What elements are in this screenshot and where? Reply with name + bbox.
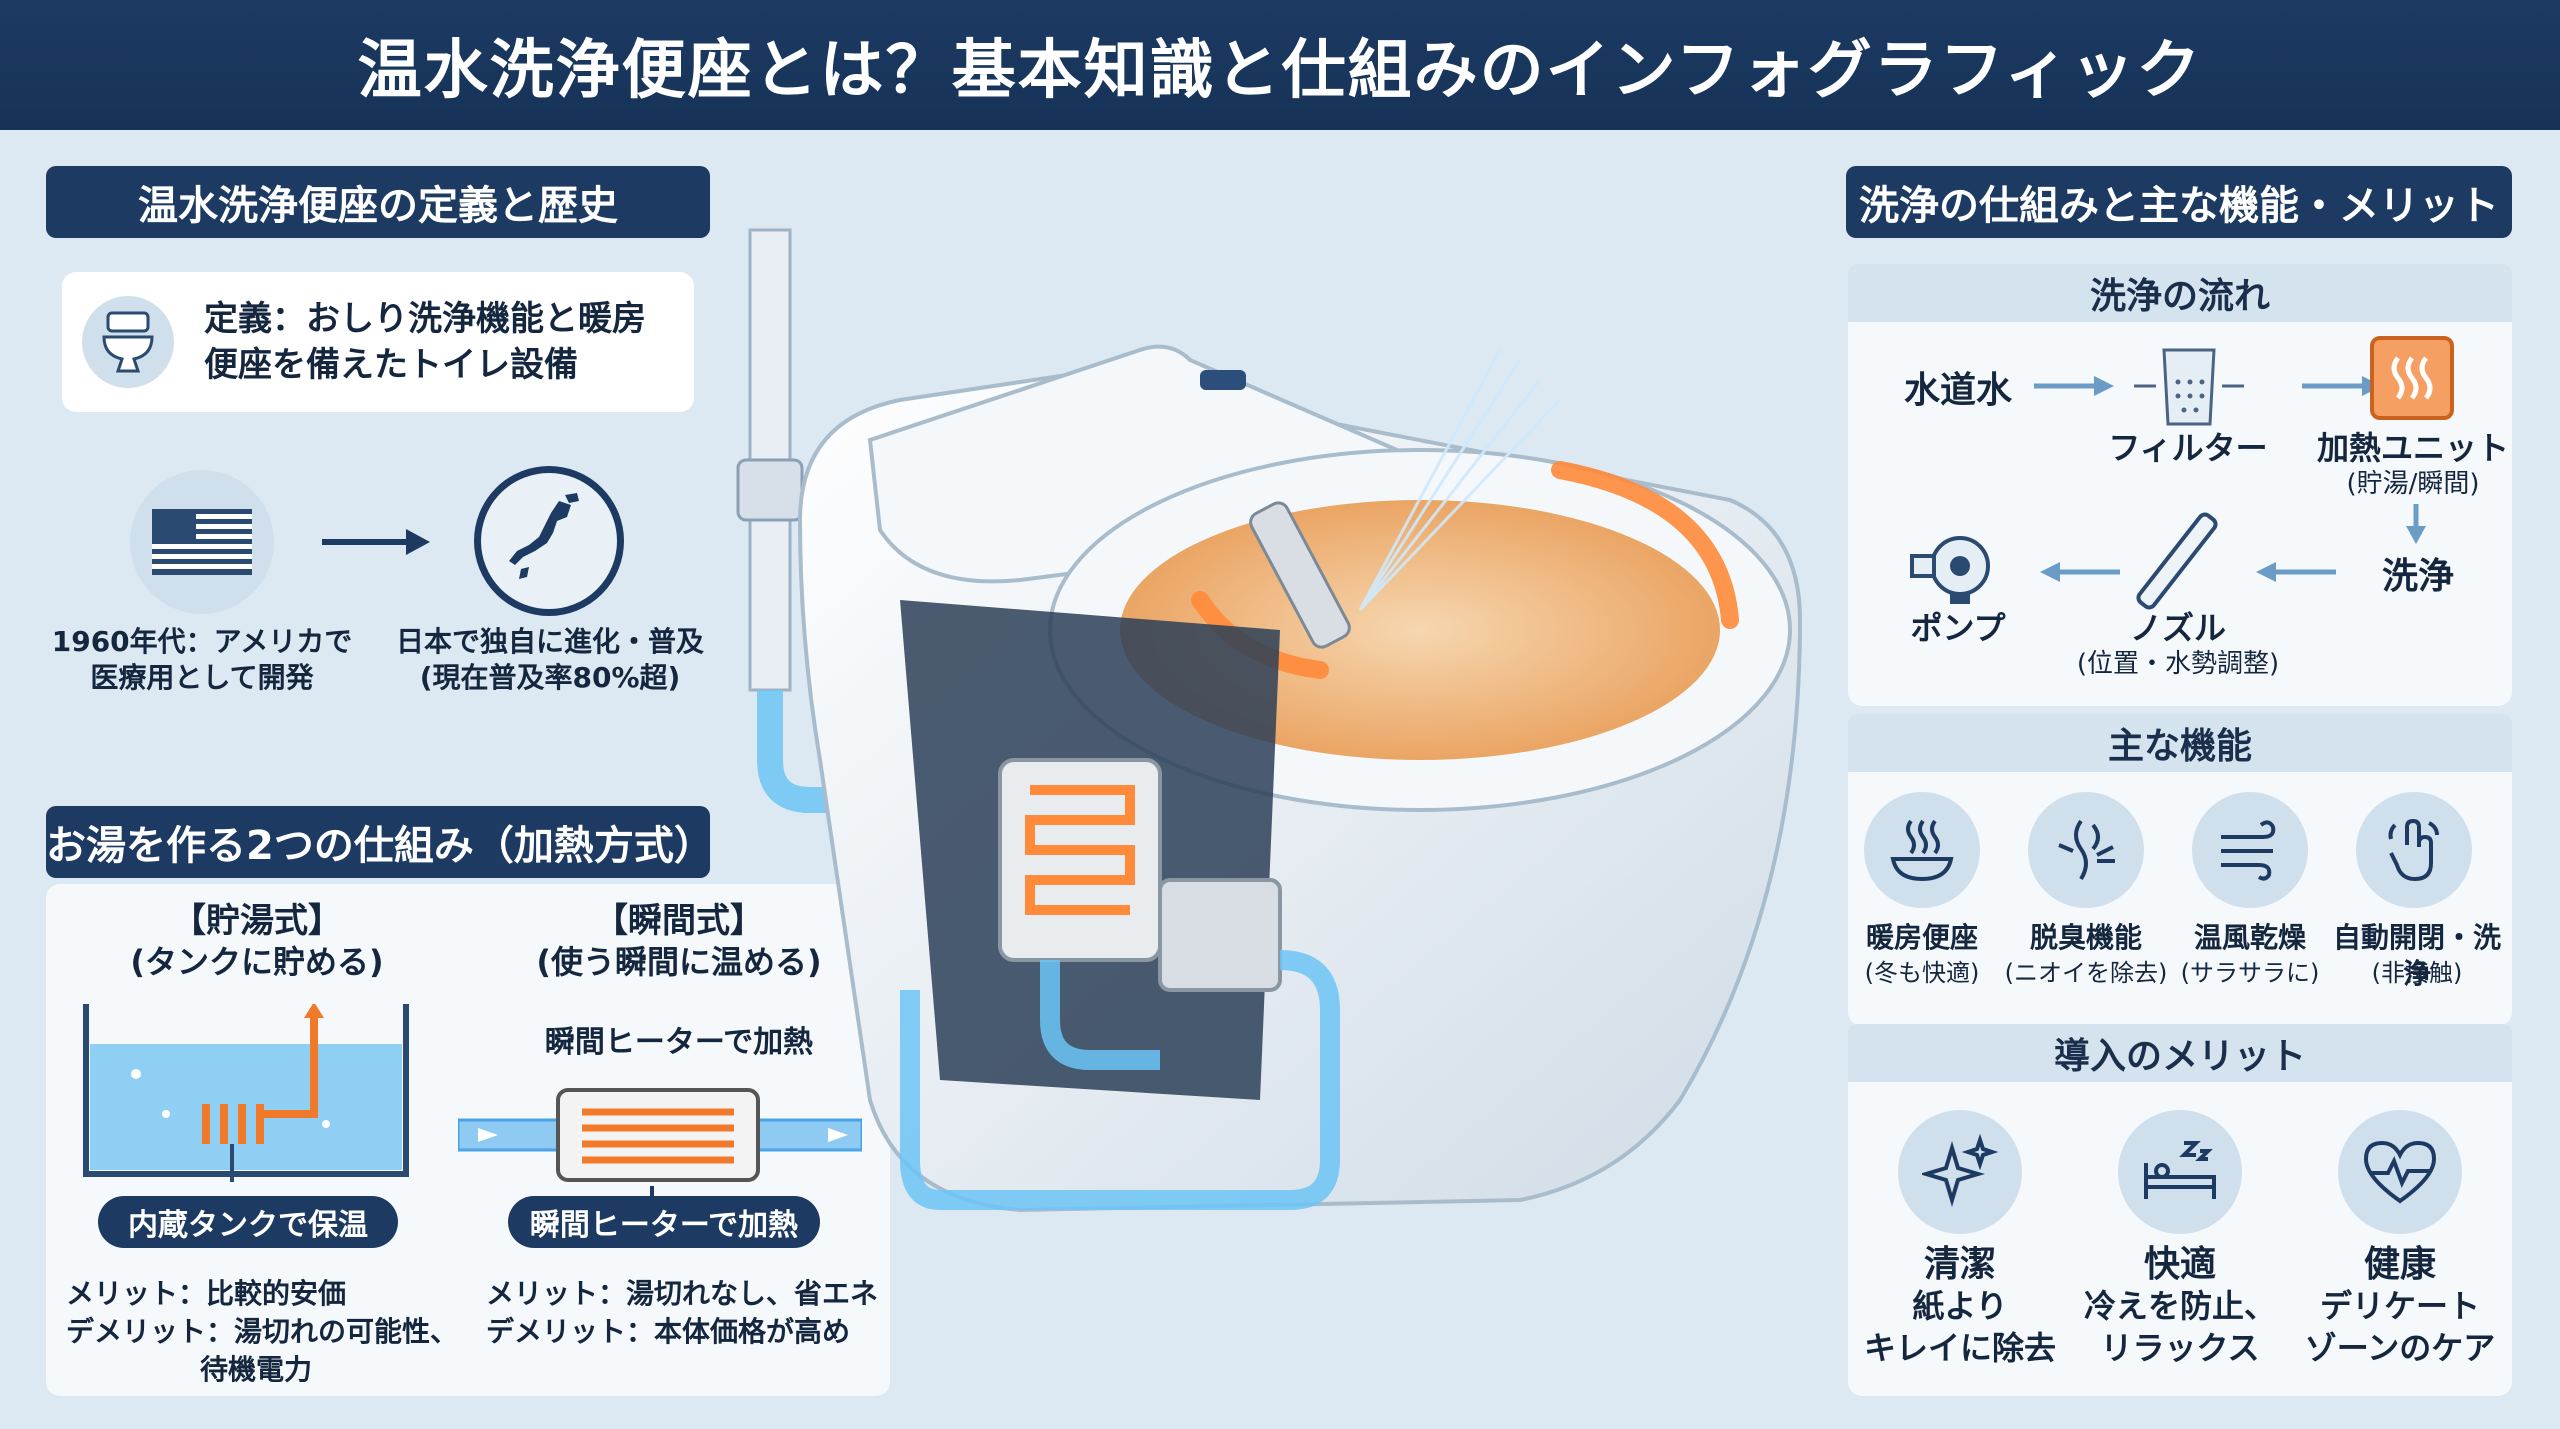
section-header-definition: 温水洗浄便座の定義と歴史	[46, 166, 710, 238]
heating-methods-panel: 【貯湯式】 (タンクに貯める) 内蔵タンクで保温 メリット：比較的安価 デメリッ…	[46, 884, 890, 1396]
storage-subtitle: (タンクに貯める)	[130, 943, 384, 981]
definition-line-1: 定義：おしり洗浄機能と暖房	[204, 299, 646, 339]
page-title: 温水洗浄便座とは？基本知識と仕組みのインフォグラフィック	[0, 0, 2560, 130]
merit-comfort-title: 快適	[2143, 1244, 2216, 1285]
merit-clean-line-2: 紙より	[1912, 1287, 2008, 1325]
history-usa-text: 1960年代：アメリカで 医療用として開発	[30, 624, 374, 697]
merit-comfort-line-2: 冷えを防止、	[2083, 1287, 2276, 1325]
merit-health-line-3: ゾーンのケア	[2304, 1329, 2496, 1367]
storage-demerit-2: 待機電力	[199, 1353, 312, 1386]
storage-title: 【貯湯式】	[172, 901, 342, 941]
merit-comfort-line-3: リラックス	[2100, 1329, 2260, 1367]
instant-heater-illustration	[458, 1080, 862, 1190]
filter-icon	[2134, 342, 2244, 432]
definition-card: 定義：おしり洗浄機能と暖房 便座を備えたトイレ設備	[62, 272, 694, 412]
flow-arrow-1-icon	[2034, 374, 2114, 398]
merits-panel: 導入のメリット 清潔 紙より キレイに除去 快適 冷えを防止、 リラックス 健康…	[1848, 1024, 2512, 1396]
heater-unit-icon	[2370, 336, 2454, 420]
function-label-heated-seat: 暖房便座	[1865, 921, 1978, 954]
function-label-touchless: 自動開閉・洗浄	[2332, 921, 2501, 991]
instant-subtitle: (使う瞬間に温める)	[536, 943, 822, 981]
history-usa-line-1: 1960年代：アメリカで	[51, 625, 353, 658]
warm-air-icon	[2192, 792, 2308, 908]
merits-header: 導入のメリット	[1848, 1024, 2512, 1082]
function-sub-warm-air: (サラサラに)	[2180, 959, 2320, 987]
deodorize-icon	[2028, 792, 2144, 908]
storage-demerit: デメリット：湯切れの可能性、	[66, 1315, 459, 1348]
function-label-warm-air: 温風乾燥	[2193, 921, 2306, 954]
wash-flow-panel: 洗浄の流れ 水道水 フィルター 加熱ユニット (貯湯/瞬間) 洗浄	[1848, 264, 2512, 706]
japan-map-icon	[474, 466, 624, 616]
instant-merit: メリット：湯切れなし、省エネ	[486, 1277, 879, 1310]
touchless-icon	[2356, 792, 2472, 908]
instant-heater-label: 瞬間ヒーターで加熱	[544, 1025, 814, 1060]
flow-wash-label: 洗浄	[2381, 556, 2454, 597]
toilet-cutaway-illustration	[720, 200, 1830, 1340]
flow-pump-label: ポンプ	[1910, 609, 2006, 647]
flow-arrow-down-icon	[2404, 504, 2428, 544]
heated-seat-icon	[1864, 792, 1980, 908]
merit-clean-title: 清潔	[1923, 1244, 1996, 1285]
sleep-bed-icon	[2118, 1110, 2242, 1234]
pump-icon	[1908, 526, 2008, 606]
heart-pulse-icon	[2338, 1110, 2462, 1234]
merit-clean-line-3: キレイに除去	[1863, 1329, 2056, 1367]
function-sub-touchless: (非接触)	[2371, 959, 2463, 987]
section-header-heating: お湯を作る2つの仕組み（加熱方式）	[46, 806, 714, 878]
function-sub-heated-seat: (冬も快適)	[1864, 959, 1980, 987]
flow-arrow-3-icon	[2256, 560, 2336, 584]
functions-header: 主な機能	[1848, 714, 2512, 772]
history-usa-line-2: 医療用として開発	[90, 661, 314, 695]
storage-merit: メリット：比較的安価	[66, 1277, 347, 1310]
section-header-mechanism: 洗浄の仕組みと主な機能・メリット	[1846, 166, 2512, 238]
merit-health-line-2: デリケート	[2319, 1287, 2480, 1325]
usa-flag-icon	[130, 470, 274, 614]
sparkle-icon	[1898, 1110, 2022, 1234]
wash-flow-header: 洗浄の流れ	[1848, 264, 2512, 322]
history-japan-text: 日本で独自に進化・普及 (現在普及率80%超)	[370, 624, 730, 697]
storage-pill: 内蔵タンクで保温	[98, 1196, 398, 1248]
nozzle-icon	[2120, 506, 2240, 616]
instant-pill: 瞬間ヒーターで加熱	[508, 1196, 820, 1248]
flow-nozzle-label: ノズル	[2129, 609, 2226, 647]
instant-title: 【瞬間式】	[594, 901, 764, 941]
flow-heater-label: 加熱ユニット	[2316, 429, 2509, 467]
flow-heater-sub: (貯湯/瞬間)	[2346, 469, 2480, 499]
instant-demerit: デメリット：本体価格が高め	[486, 1315, 851, 1348]
flow-arrow-4-icon	[2040, 560, 2120, 584]
history-japan-line-1: 日本で独自に進化・普及	[395, 625, 704, 658]
definition-line-2: 便座を備えたトイレ設備	[204, 345, 578, 385]
function-label-deodorize: 脱臭機能	[2029, 921, 2142, 954]
flow-nozzle-sub: (位置・水勢調整)	[2076, 649, 2280, 679]
functions-panel: 主な機能 暖房便座 (冬も快適) 脱臭機能 (ニオイを除去) 温風乾燥 (サラサ…	[1848, 714, 2512, 1026]
history-japan-line-2: (現在普及率80%超)	[419, 661, 681, 695]
merit-health-title: 健康	[2363, 1244, 2436, 1285]
history-arrow-icon	[322, 525, 432, 559]
flow-filter-label: フィルター	[2108, 429, 2268, 467]
function-sub-deodorize: (ニオイを除去)	[2004, 959, 2168, 987]
toilet-icon	[82, 296, 174, 388]
flow-tap-label: 水道水	[1904, 370, 2013, 411]
storage-tank-illustration	[76, 1004, 416, 1184]
